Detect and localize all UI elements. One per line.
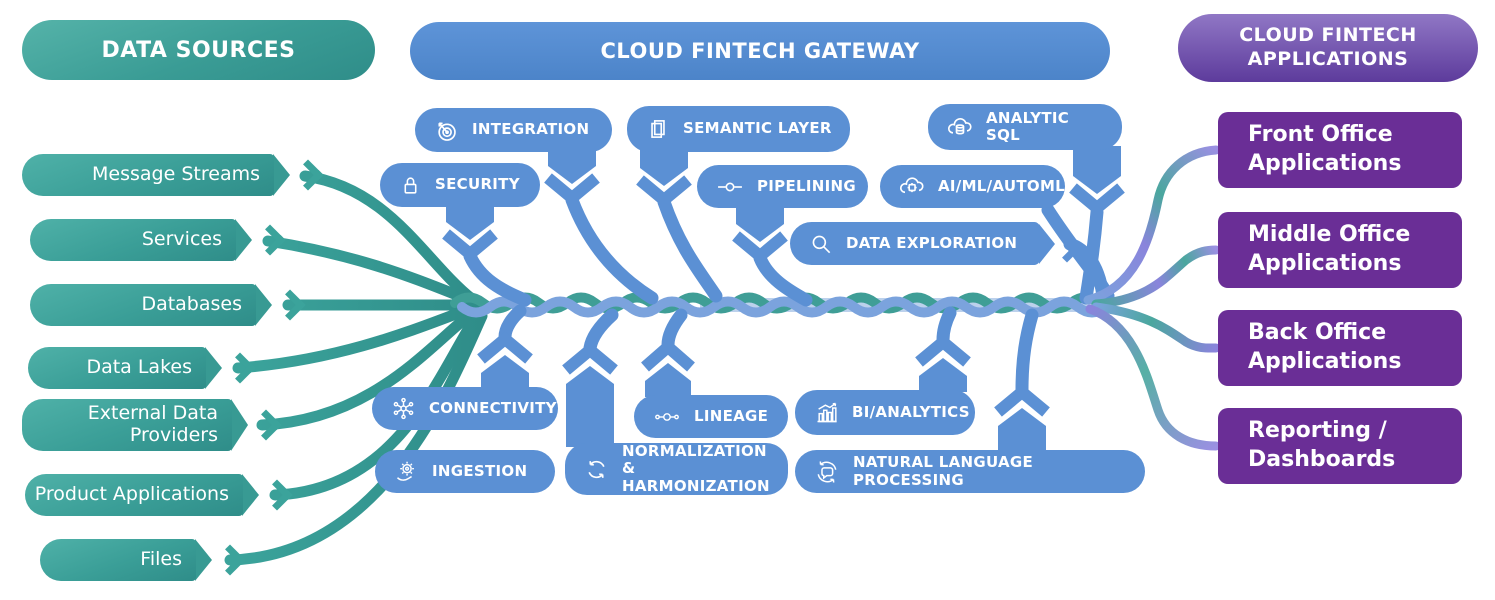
data-sources-header: DATA SOURCES (22, 20, 375, 80)
service-natural-language-processing: NATURAL LANGUAGE PROCESSING (795, 450, 1145, 493)
service-label: CONNECTIVITY (429, 398, 557, 417)
service-label: NATURAL LANGUAGE PROCESSING (853, 453, 1034, 489)
service-lineage: LINEAGE (634, 395, 788, 438)
applications-header: CLOUD FINTECH APPLICATIONS (1178, 14, 1478, 82)
service-label: SEMANTIC LAYER (683, 119, 832, 138)
service-semantic-layer: SEMANTIC LAYER (627, 106, 850, 152)
target-icon (438, 121, 456, 141)
layers-icon (651, 120, 665, 138)
chevron-right-icon (254, 224, 286, 256)
application-strands (1083, 145, 1221, 451)
gateway-header: CLOUD FINTECH GATEWAY (410, 22, 1110, 80)
app-label: Middle Office Applications (1248, 222, 1411, 276)
service-label: PIPELINING (757, 176, 856, 195)
service-ingestion: INGESTION (375, 450, 555, 493)
source-label: Product Applications (25, 474, 243, 516)
service-normalization-harmonization: NORMALIZATION & HARMONIZATION (565, 443, 788, 495)
bar-chart-icon (817, 402, 837, 423)
source-message-streams: Message Streams (22, 154, 324, 196)
arrow-tip (255, 284, 272, 326)
arrow-tip (205, 347, 222, 389)
app-reporting-dashboards: Reporting / Dashboards (1218, 408, 1462, 484)
app-label: Reporting / Dashboards (1248, 418, 1396, 472)
source-data-lakes: Data Lakes (28, 347, 256, 389)
service-label: BI/ANALYTICS (852, 402, 970, 421)
chevron-right-icon (224, 352, 256, 384)
source-label: Message Streams (22, 154, 274, 196)
braid (450, 292, 1111, 318)
source-label: External Data Providers (22, 399, 232, 451)
app-front-office: Front Office Applications (1218, 112, 1462, 188)
service-label: INGESTION (432, 461, 528, 480)
source-label: Data Lakes (28, 347, 206, 389)
arrow-tip (195, 539, 212, 581)
source-label: Services (30, 219, 236, 261)
service-label: ANALYTIC SQL (986, 108, 1070, 144)
chevron-right-icon (261, 479, 293, 511)
source-databases: Databases (30, 284, 306, 326)
chevron-right-icon (292, 159, 324, 191)
source-product-applications: Product Applications (25, 474, 293, 516)
service-label: DATA EXPLORATION (846, 233, 1018, 252)
service-label: SECURITY (435, 175, 520, 194)
pipeline-icon (718, 182, 742, 191)
service-security: SECURITY (380, 163, 540, 207)
chevron-right-icon (250, 409, 282, 441)
service-analytic-sql: ANALYTIC SQL (928, 104, 1122, 150)
arrow-tip (1039, 223, 1055, 264)
arrow-tip (231, 399, 248, 451)
lineage-nodes-icon (655, 412, 679, 421)
service-bi-analytics: BI/ANALYTICS (795, 390, 975, 435)
source-label: Databases (30, 284, 256, 326)
arrow-tip (242, 474, 259, 516)
service-label: INTEGRATION (472, 120, 590, 139)
sync-arrows-icon (588, 460, 605, 478)
app-label: Front Office Applications (1248, 122, 1402, 176)
service-pipelining: PIPELINING (697, 165, 868, 208)
network-hub-icon (393, 397, 414, 420)
arrow-tip (235, 219, 252, 261)
gateway-chevrons (442, 173, 1125, 417)
app-middle-office: Middle Office Applications (1218, 212, 1462, 288)
service-ai-ml-automl: AI/ML/AUTOML (880, 165, 1065, 208)
service-integration: INTEGRATION (415, 108, 612, 152)
cloud-chip-icon (900, 176, 924, 193)
gateway-funnels (446, 146, 1121, 452)
service-label: AI/ML/AUTOML (938, 176, 1066, 195)
lock-icon (404, 177, 417, 194)
speech-refresh-icon (817, 460, 837, 483)
service-connectivity: CONNECTIVITY (372, 387, 558, 430)
app-back-office: Back Office Applications (1218, 310, 1462, 386)
magnifier-icon (812, 235, 831, 253)
service-data-exploration: DATA EXPLORATION (790, 222, 1083, 265)
hand-gear-icon (396, 461, 414, 481)
service-label: NORMALIZATION & HARMONIZATION (622, 442, 770, 495)
chevron-right-icon (274, 289, 306, 321)
cloud-database-icon (948, 118, 972, 135)
arrow-tip (273, 154, 290, 196)
source-label: Files (40, 539, 196, 581)
source-services: Services (30, 219, 286, 261)
gateway-curves (463, 193, 1115, 397)
source-files: Files (40, 539, 246, 581)
chevron-right-icon (214, 544, 246, 576)
app-label: Back Office Applications (1248, 320, 1402, 374)
service-label: LINEAGE (694, 406, 769, 425)
source-external-data-providers: External Data Providers (22, 399, 282, 451)
